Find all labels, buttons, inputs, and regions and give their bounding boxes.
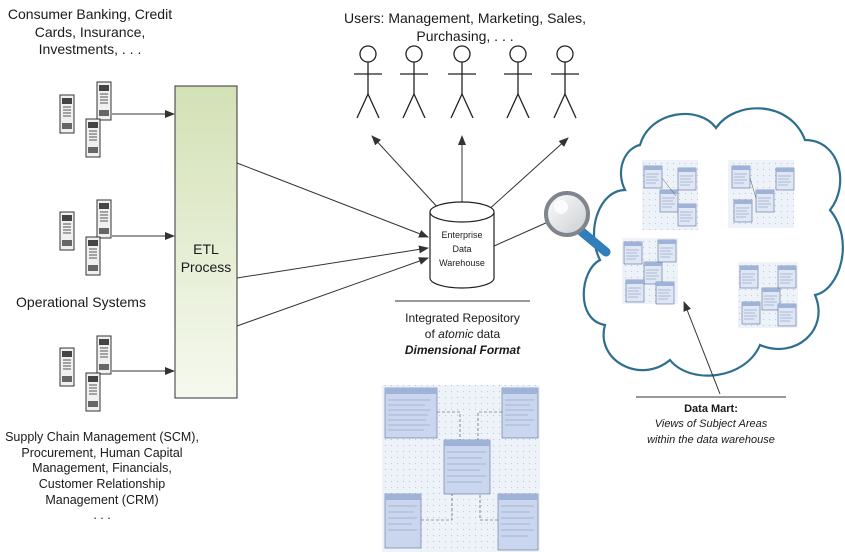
source-top-label: Consumer Banking, Credit Cards, Insuranc… bbox=[0, 6, 180, 59]
etl-process-box bbox=[174, 85, 238, 399]
etl-label-line: ETL bbox=[193, 241, 219, 257]
warehouse-label-line: Data bbox=[452, 243, 472, 254]
data-mart-schema bbox=[622, 238, 678, 305]
repository-suffix: data bbox=[473, 327, 501, 342]
source-bottom-line: . . . bbox=[93, 508, 111, 523]
warehouse-label-line: Warehouse bbox=[439, 257, 485, 268]
user-figure bbox=[353, 45, 383, 119]
etl-process-label: ETL Process bbox=[175, 240, 237, 276]
users-label: Users: Management, Marketing, Sales, Pur… bbox=[330, 10, 600, 45]
repository-caption: Integrated Repository of atomic data Dim… bbox=[380, 310, 545, 359]
data-mart-caption: Data Mart: Views of Subject Areas within… bbox=[630, 402, 792, 448]
source-bottom-line: Customer Relationship bbox=[38, 476, 166, 491]
source-bottom-line: Procurement, Human Capital bbox=[21, 445, 183, 460]
magnifier-icon bbox=[544, 191, 611, 257]
repository-line: Integrated Repository bbox=[405, 311, 520, 325]
data-mart-line: Views of Subject Areas bbox=[654, 418, 768, 431]
server-group-top bbox=[59, 81, 112, 158]
warehouse-label: Enterprise Data Warehouse bbox=[430, 229, 494, 271]
server-group-bottom bbox=[59, 335, 112, 412]
data-mart-title: Data Mart: bbox=[684, 403, 738, 415]
data-mart-schema bbox=[642, 160, 698, 230]
source-bottom-label: Supply Chain Management (SCM), Procureme… bbox=[0, 430, 204, 524]
data-mart-line: within the data warehouse bbox=[647, 433, 775, 446]
source-top-line: Investments, . . . bbox=[38, 41, 142, 57]
repository-line: of atomic data bbox=[380, 326, 545, 342]
users-label-line: Purchasing, . . . bbox=[416, 27, 514, 44]
dimensional-schema bbox=[382, 385, 540, 552]
source-top-line: Cards, Insurance, bbox=[34, 23, 146, 40]
user-figure bbox=[447, 45, 477, 119]
warehouse-cylinder bbox=[429, 201, 495, 289]
repository-atomic: atomic bbox=[438, 327, 474, 342]
user-figure bbox=[503, 45, 533, 119]
data-mart-schema bbox=[728, 160, 795, 228]
data-mart-schema bbox=[738, 262, 798, 328]
etl-label-line: Process bbox=[180, 259, 232, 276]
user-figure bbox=[550, 45, 580, 119]
repository-format: Dimensional Format bbox=[404, 343, 521, 358]
source-bottom-line: Supply Chain Management (SCM), bbox=[5, 430, 199, 444]
arrow-etl-to-warehouse-1 bbox=[236, 162, 429, 238]
arrow-warehouse-to-user bbox=[485, 137, 569, 213]
source-bottom-line: Management (CRM) bbox=[45, 492, 159, 507]
source-bottom-line: Management, Financials, bbox=[32, 461, 172, 476]
operational-systems-label: Operational Systems bbox=[16, 294, 146, 310]
repository-prefix: of bbox=[424, 327, 439, 342]
users-label-line: Users: Management, Marketing, Sales, bbox=[344, 10, 586, 26]
arrow-etl-to-warehouse-3 bbox=[236, 257, 429, 327]
arrow-data-mart-callout bbox=[683, 301, 721, 395]
user-figure bbox=[399, 45, 429, 119]
server-group-middle bbox=[59, 199, 112, 276]
connector-warehouse-to-data-mart bbox=[493, 221, 549, 247]
warehouse-label-line: Enterprise bbox=[441, 230, 483, 240]
arrow-warehouse-to-user bbox=[371, 135, 441, 211]
source-top-line: Consumer Banking, Credit bbox=[7, 6, 173, 22]
arrow-etl-to-warehouse-2 bbox=[236, 245, 429, 279]
